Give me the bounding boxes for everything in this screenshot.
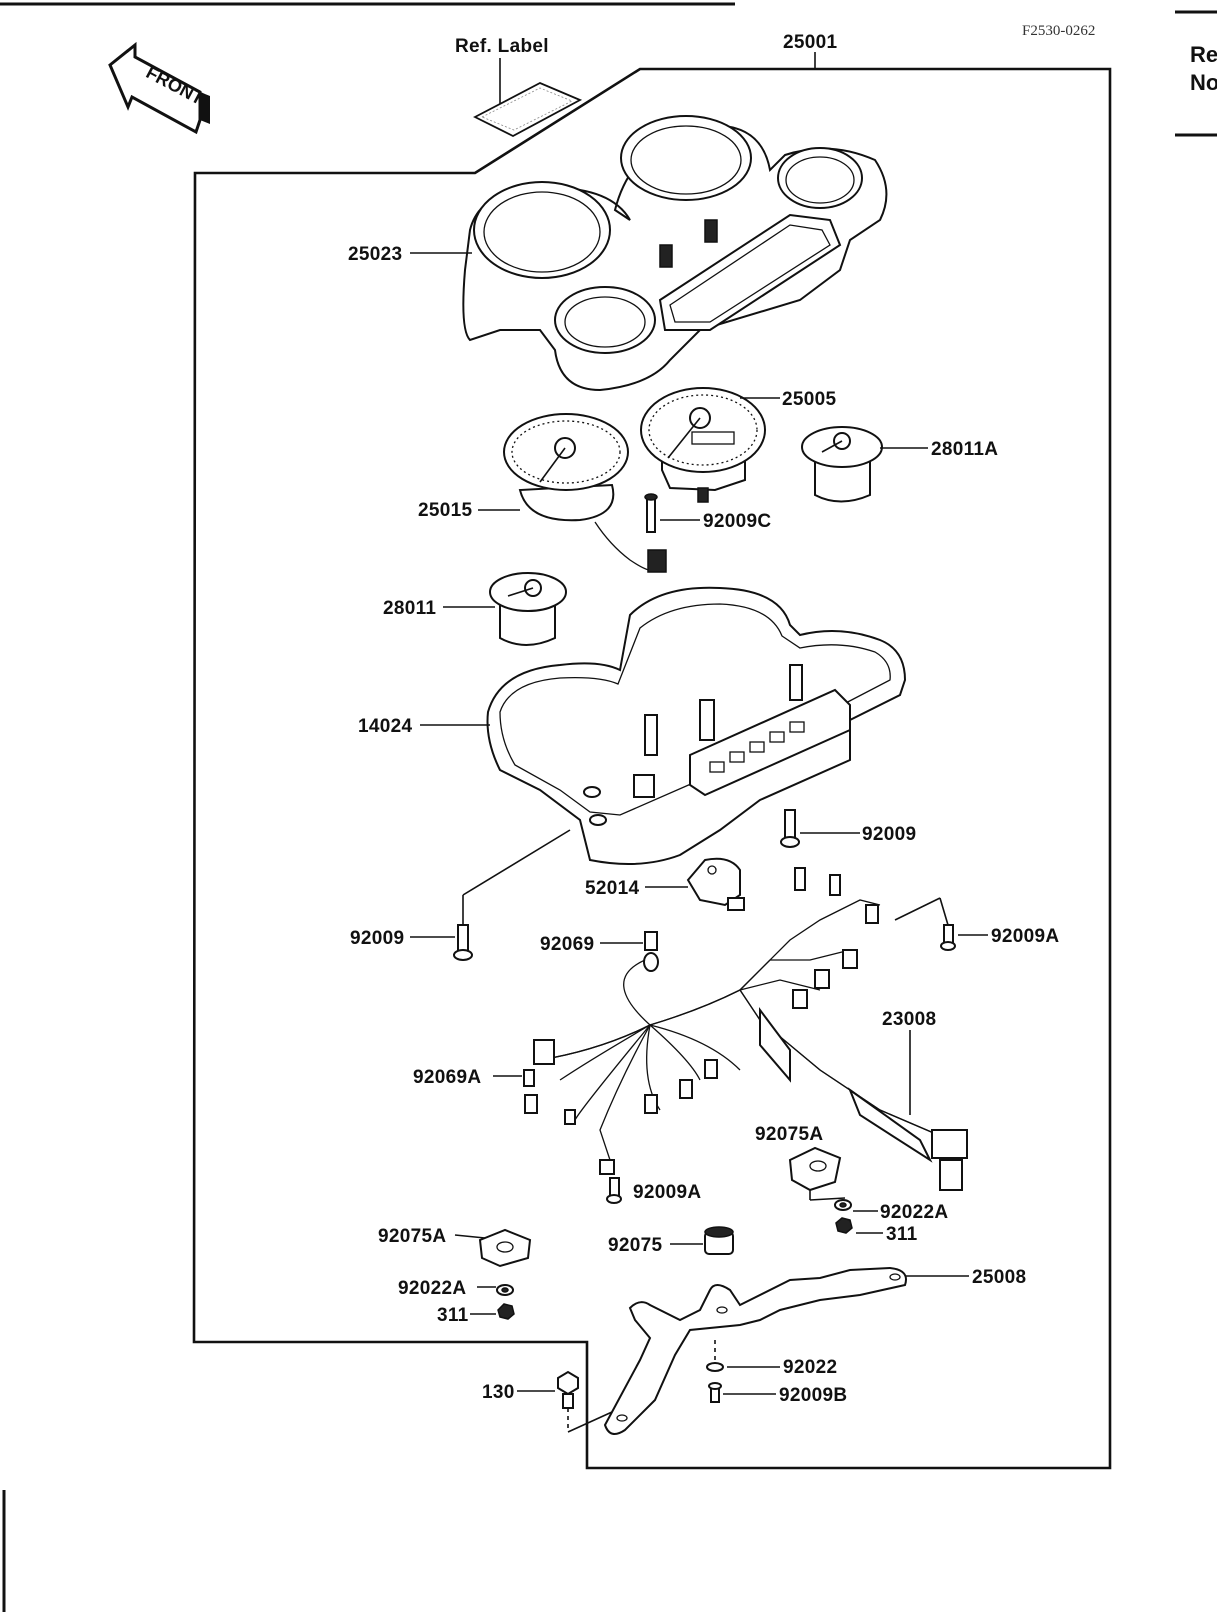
speedometer-25005 [640, 387, 766, 503]
part-label-92009B: 92009B [779, 1385, 847, 1406]
part-label-28011A: 28011A [931, 439, 998, 460]
washer-92022 [706, 1362, 724, 1372]
damper-92075A-left [478, 1228, 532, 1268]
screw-92009C [644, 493, 658, 533]
part-label-92075A-left: 92075A [378, 1226, 446, 1247]
damper-92075A-right [788, 1146, 842, 1192]
part-label-92069: 92069 [540, 934, 594, 955]
ref-no-header-line1: Re [1190, 42, 1217, 67]
bolt-130 [557, 1370, 579, 1409]
ref-label-sticker [473, 82, 583, 138]
part-label-25015: 25015 [418, 500, 472, 521]
screw-92009B [708, 1382, 722, 1403]
assembly-frame [192, 67, 1112, 1470]
bracket-25008 [603, 1266, 907, 1435]
figure-code: F2530-0262 [1022, 23, 1095, 39]
nut-311-right [835, 1217, 853, 1234]
washer-92022A-right [834, 1199, 852, 1211]
part-label-23008: 23008 [882, 1009, 936, 1030]
washer-92022A-left [496, 1284, 514, 1296]
leader-92009-left-to-case [462, 829, 571, 896]
part-label-92009C: 92009C [703, 511, 771, 532]
ref-no-header-line2: No [1190, 70, 1217, 95]
part-label-92009-upper: 92009 [862, 824, 916, 845]
part-label-14024: 14024 [358, 716, 412, 737]
part-label-92022: 92022 [783, 1357, 837, 1378]
grommet-92075 [704, 1226, 734, 1255]
part-label-92069A: 92069A [413, 1067, 481, 1088]
gauge-28011 [489, 572, 567, 646]
part-label-92075: 92075 [608, 1235, 662, 1256]
part-label-28011: 28011 [383, 598, 436, 619]
nut-311-left [497, 1303, 515, 1320]
bulb-92069A [523, 1069, 535, 1087]
part-label-311-right: 311 [886, 1224, 918, 1245]
screw-92009A-lower [606, 1177, 622, 1204]
part-label-130: 130 [482, 1382, 515, 1403]
part-label-92009-left: 92009 [350, 928, 404, 949]
part-label-25023: 25023 [348, 244, 402, 265]
ref-label-text: Ref. Label [455, 36, 549, 57]
part-label-92009A-right: 92009A [991, 926, 1059, 947]
meter-cover-25023 [462, 115, 888, 392]
gauge-28011A [801, 426, 883, 503]
wire-harness-23008 [524, 867, 968, 1191]
switch-52014 [686, 857, 745, 911]
screw-92009-upper [780, 809, 800, 848]
part-label-92022A-right: 92022A [880, 1202, 948, 1223]
bulb-92069 [643, 931, 659, 972]
part-label-311-left: 311 [437, 1305, 469, 1326]
part-label-92075A-right: 92075A [755, 1124, 823, 1145]
part-label-25008: 25008 [972, 1267, 1026, 1288]
part-label-92009A-lower: 92009A [633, 1182, 701, 1203]
screw-92009-left [453, 924, 473, 961]
leader-92075A-left [454, 1234, 486, 1239]
part-label-25001: 25001 [783, 32, 837, 53]
front-arrow-icon: FRONT [108, 41, 210, 135]
tachometer-25015 [503, 413, 667, 573]
part-label-52014: 52014 [585, 878, 639, 899]
meter-case-14024 [486, 586, 907, 865]
part-label-92022A-left: 92022A [398, 1278, 466, 1299]
part-label-25005: 25005 [782, 389, 836, 410]
screw-92009A-right [940, 924, 956, 951]
